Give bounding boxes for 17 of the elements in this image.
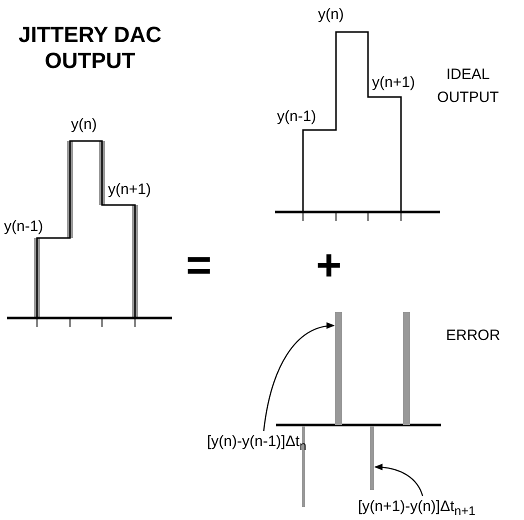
error-pulse: [370, 426, 374, 490]
sample-label: y(n): [318, 6, 344, 23]
leader-line: [263, 322, 335, 432]
plus-sign: +: [316, 242, 342, 290]
panel-heading: ERROR: [446, 327, 500, 344]
sample-label: y(n-1): [277, 108, 316, 125]
equals-sign: =: [186, 242, 212, 290]
error-term-label: [y(n+1)-y(n)]Δt$_{n+1}$: [358, 498, 476, 520]
sample-label: y(n-1): [4, 218, 44, 235]
sample-label: y(n): [71, 116, 97, 133]
sample-label: y(n+1): [108, 181, 151, 198]
panel-heading: IDEAL OUTPUT: [436, 65, 500, 108]
sample-label: y(n+1): [372, 74, 415, 91]
error-pulse: [335, 312, 342, 425]
leader-line: [374, 464, 424, 496]
panel-heading: JITTERY DAC OUTPUT: [17, 22, 163, 74]
error-term-label: [y(n)-y(n-1)]Δt$_{n}$: [207, 433, 306, 455]
